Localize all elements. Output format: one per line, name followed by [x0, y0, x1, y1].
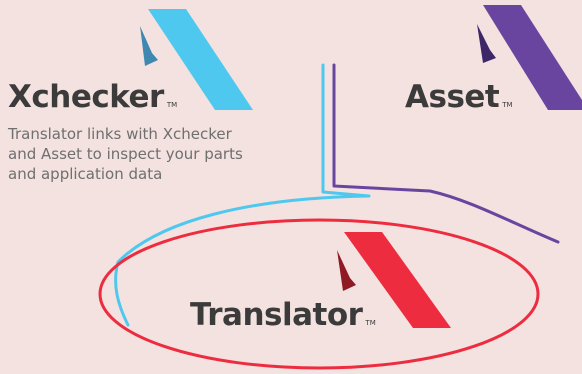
xchecker-logo-mark [140, 9, 253, 110]
translator-ring [98, 218, 540, 370]
xchecker-name: Xchecker [8, 79, 164, 115]
xchecker-mark-stripe [148, 9, 253, 110]
asset-logo-mark [477, 5, 582, 110]
xchecker-mark-shade [140, 26, 158, 66]
translator-mark-shade [337, 250, 356, 291]
xchecker-trademark: TM [166, 101, 178, 109]
description-caption: Translator links with Xchecker and Asset… [8, 125, 243, 183]
translator-name: Translator [190, 297, 363, 333]
translator-trademark: TM [365, 319, 376, 327]
asset-trademark: TM [502, 101, 513, 109]
translator-logo-mark [337, 232, 451, 328]
xchecker-connector-line [114, 63, 371, 327]
asset-mark-shade [477, 24, 496, 63]
asset-name: Asset [405, 79, 500, 115]
translator-mark-stripe [344, 232, 451, 328]
asset-mark-stripe [483, 5, 582, 110]
asset-connector-line [332, 63, 560, 244]
